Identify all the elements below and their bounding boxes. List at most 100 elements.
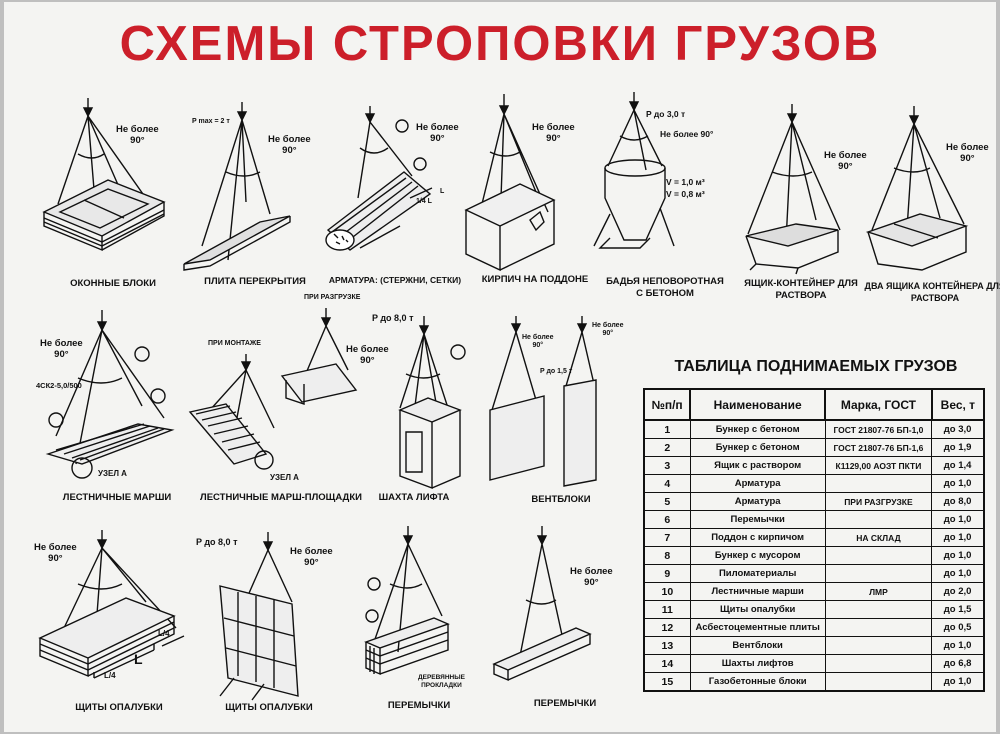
load-label: P до 3,0 т (646, 109, 686, 119)
row-weight: до 1,4 (931, 456, 986, 475)
unloading-label: ПРИ РАЗГРУЗКЕ (304, 294, 361, 301)
row-weight: до 1,0 (931, 636, 986, 655)
row-name: Перемычки (689, 510, 826, 529)
poster-title: СХЕМЫ СТРОПОВКИ ГРУЗОВ (119, 17, 881, 71)
figure-caption: ШАХТА ЛИФТА (378, 492, 450, 503)
row-grade: НА СКЛАД (824, 528, 933, 547)
row-weight: до 8,0 (931, 492, 986, 511)
lintel-drawing (492, 526, 592, 682)
dim-label: L/4 (158, 629, 170, 638)
column-header: Наименование (689, 388, 827, 421)
row-number: 14 (642, 654, 691, 673)
volume-label: V = 0,8 м³ (666, 189, 705, 199)
row-weight: до 1,0 (931, 528, 986, 547)
dim-label: L/4 (104, 671, 116, 680)
column-header: №п/п (642, 388, 692, 421)
row-name: Щиты опалубки (689, 600, 826, 619)
row-number: 5 (642, 492, 691, 511)
row-number: 9 (642, 564, 691, 583)
mounting-label: ПРИ МОНТАЖЕ (208, 340, 261, 347)
mortar-container-drawing (745, 104, 841, 275)
figure-stair-landings: ПРИ МОНТАЖЕ ПРИ РАЗГРУЗКЕ УЗЕЛ А ЛЕСТНИЧ… (186, 294, 376, 504)
row-grade (824, 564, 933, 583)
row-weight: до 1,0 (931, 564, 986, 583)
stair-flights-drawing (45, 310, 175, 479)
formwork-panels-a-drawing (38, 530, 185, 679)
window-blocks-drawing (42, 98, 166, 252)
row-grade (824, 474, 933, 493)
detail-label: УЗЕЛ А (98, 469, 127, 478)
column-header: Вес, т (930, 388, 986, 421)
dim-label: 1/4 L (416, 198, 432, 205)
row-weight: до 1,0 (931, 672, 986, 692)
row-grade (824, 654, 933, 673)
row-weight: до 1,0 (931, 510, 986, 529)
row-name: Арматура (689, 474, 826, 493)
row-number: 12 (642, 618, 691, 637)
two-mortar-containers-drawing (865, 106, 969, 271)
load-label: P до 8,0 т (372, 313, 414, 323)
row-number: 6 (642, 510, 691, 529)
load-label: P до 8,0 т (196, 537, 238, 547)
row-number: 2 (642, 438, 691, 457)
row-grade: К1129,00 АОЗТ ПКТИ (824, 456, 933, 475)
row-grade: ПРИ РАЗГРУЗКЕ (824, 492, 933, 511)
row-name: Ящик с раствором (689, 456, 826, 475)
volume-label: V = 1,0 м³ (666, 177, 705, 187)
table-title: ТАБЛИЦА ПОДНИМАЕМЫХ ГРУЗОВ (674, 358, 958, 375)
figure-caption: ЩИТЫ ОПАЛУБКИ (225, 702, 313, 713)
load-label: P до 1,5 т (540, 368, 573, 375)
row-weight: до 2,0 (931, 582, 986, 601)
row-name: Поддон с кирпичом (689, 528, 826, 547)
row-weight: до 1,0 (931, 474, 986, 493)
row-weight: до 1,0 (931, 546, 986, 565)
row-name: Бункер с мусором (689, 546, 826, 565)
figure-caption: ВЕНТБЛОКИ (531, 494, 591, 505)
rebar-drawing (325, 106, 433, 251)
row-number: 10 (642, 582, 691, 601)
row-name: Бункер с бетоном (689, 419, 826, 439)
row-grade (824, 510, 933, 529)
row-grade: ЛМР (824, 582, 933, 601)
row-number: 1 (642, 419, 691, 439)
concrete-bucket-drawing (593, 92, 675, 249)
vent-blocks-drawing (489, 316, 597, 487)
row-weight: до 1,9 (931, 438, 986, 457)
row-grade (824, 546, 933, 565)
row-number: 3 (642, 456, 691, 475)
elevator-shaft-drawing (398, 316, 466, 490)
row-number: 4 (642, 474, 691, 493)
stair-landings-drawing (188, 308, 358, 470)
row-weight: до 6,8 (931, 654, 986, 673)
dim-label: L (440, 188, 445, 195)
dim-label: L (134, 651, 143, 667)
row-weight: до 3,0 (931, 419, 986, 439)
lintels-stack-drawing (364, 526, 450, 676)
row-number: 15 (642, 672, 691, 692)
table-header-row: №п/п Наименование Марка, ГОСТ Вес, т (642, 388, 986, 421)
